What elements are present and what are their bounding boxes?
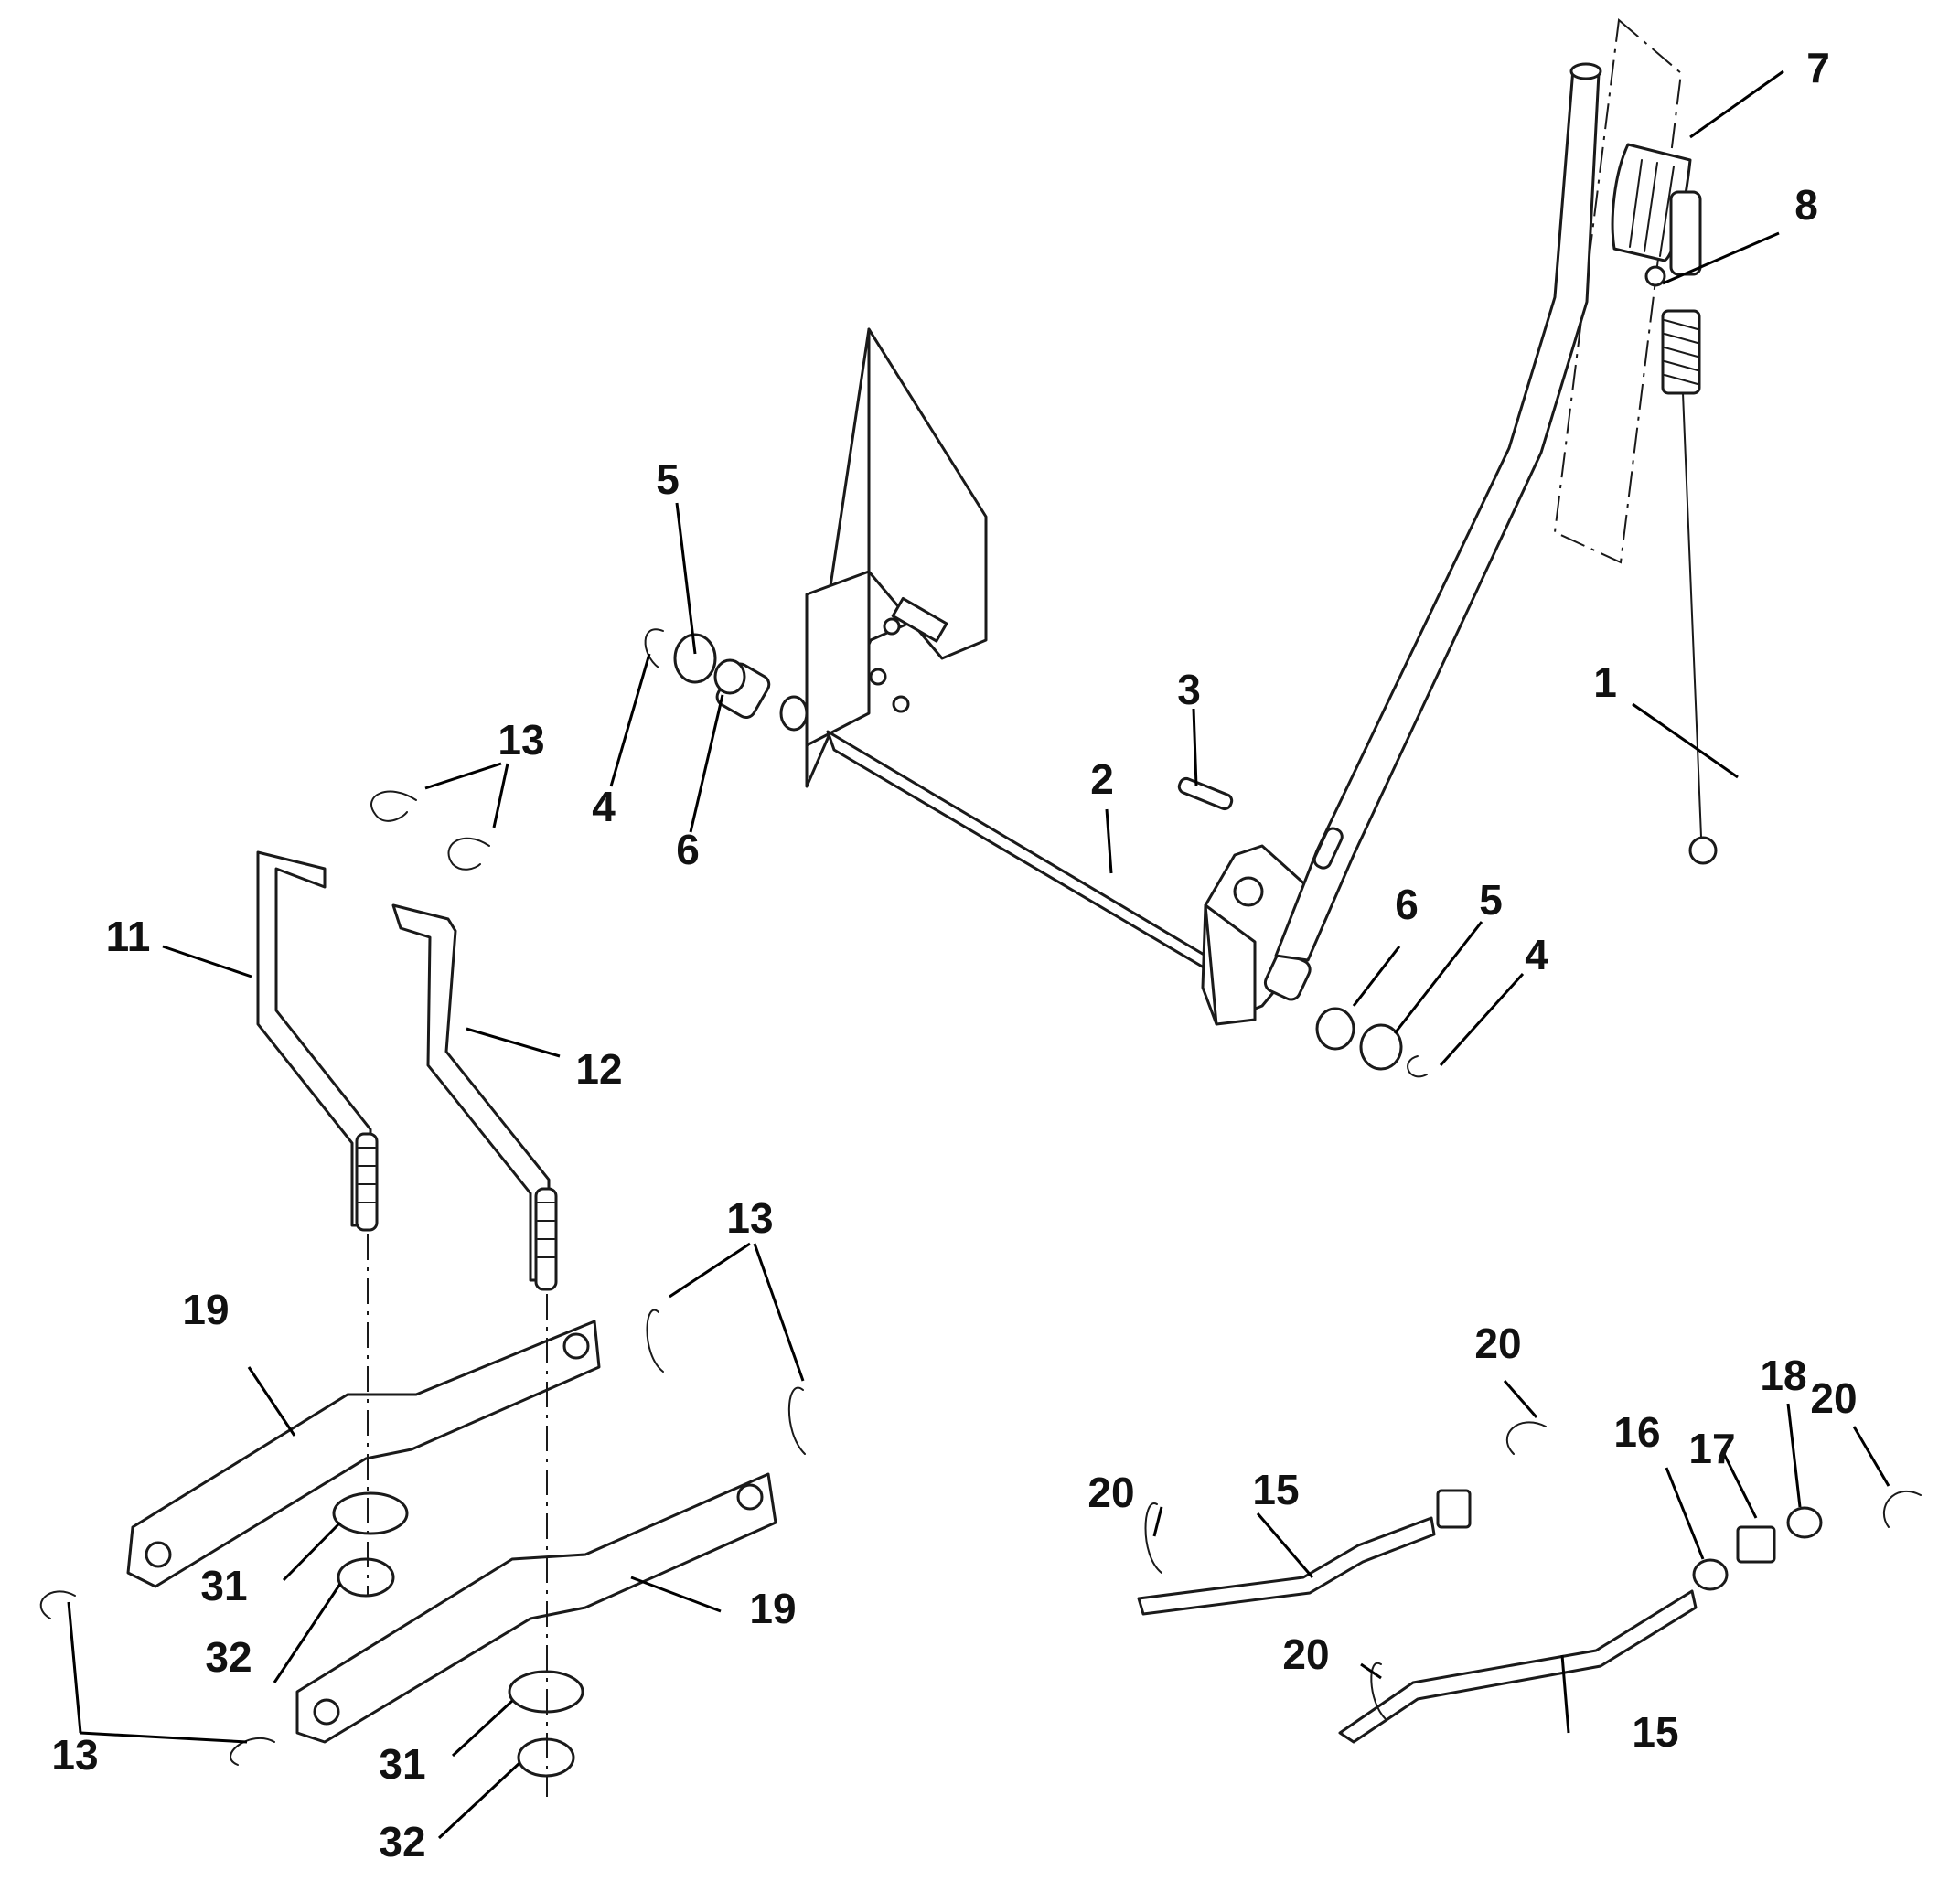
callout-11: 11 <box>106 913 151 960</box>
callout-19-upper: 19 <box>182 1286 229 1333</box>
lift-arm-lower <box>295 1472 777 1744</box>
hairpin-clips <box>39 790 806 1766</box>
callout-20-d: 20 <box>1810 1374 1857 1422</box>
callout-5-right: 5 <box>1479 876 1503 924</box>
lift-arm-upper <box>126 1320 601 1588</box>
callout-6-right: 6 <box>1395 881 1419 928</box>
left-end-hardware <box>644 628 717 684</box>
callout-2: 2 <box>1090 755 1114 803</box>
callout-4-left: 4 <box>592 783 616 830</box>
handle-extension-outline <box>1553 18 1683 564</box>
callout-16: 16 <box>1613 1408 1660 1456</box>
lift-link-11 <box>256 850 379 1232</box>
callout-15-upper: 15 <box>1252 1466 1299 1513</box>
lift-rod <box>1661 190 1718 865</box>
bushing-nut-set-left <box>332 1491 409 1598</box>
callout-3: 3 <box>1177 666 1201 713</box>
callout-20-b: 20 <box>1282 1630 1329 1678</box>
adjust-rod-lower <box>1338 1506 1823 1744</box>
callout-20-a: 20 <box>1087 1469 1134 1516</box>
callout-32-right: 32 <box>379 1818 425 1865</box>
callout-13-mid: 13 <box>726 1194 773 1242</box>
callout-31-right: 31 <box>379 1740 425 1788</box>
callout-7: 7 <box>1806 44 1830 91</box>
callout-6-left: 6 <box>676 826 700 873</box>
callout-8: 8 <box>1794 181 1818 229</box>
callout-19-lower: 19 <box>749 1585 796 1632</box>
callout-leaders <box>67 69 1890 1840</box>
callout-5-left: 5 <box>656 455 680 503</box>
callout-1: 1 <box>1593 658 1617 706</box>
roll-pin <box>1177 776 1234 811</box>
hairpin-clips-right <box>1144 1421 1922 1720</box>
lift-shaft-assembly <box>713 327 1428 1078</box>
adjust-rod-upper <box>1137 1489 1472 1616</box>
callout-13-top: 13 <box>498 716 544 764</box>
lift-handle <box>1274 62 1602 962</box>
callout-18: 18 <box>1760 1352 1806 1399</box>
callout-15-lower: 15 <box>1632 1708 1678 1756</box>
callout-4-right: 4 <box>1525 931 1548 978</box>
callout-32-left: 32 <box>205 1633 252 1681</box>
callout-13-bottom: 13 <box>51 1731 98 1779</box>
callout-17: 17 <box>1688 1425 1735 1472</box>
callout-31-left: 31 <box>200 1562 247 1609</box>
callout-20-c: 20 <box>1474 1320 1521 1367</box>
alignment-centerlines <box>367 1234 548 1797</box>
callout-labels: 1 2 3 4 4 5 5 6 6 7 8 11 12 13 13 13 15 … <box>51 44 1857 1865</box>
callout-12: 12 <box>575 1045 622 1093</box>
lift-link-12 <box>391 903 558 1291</box>
